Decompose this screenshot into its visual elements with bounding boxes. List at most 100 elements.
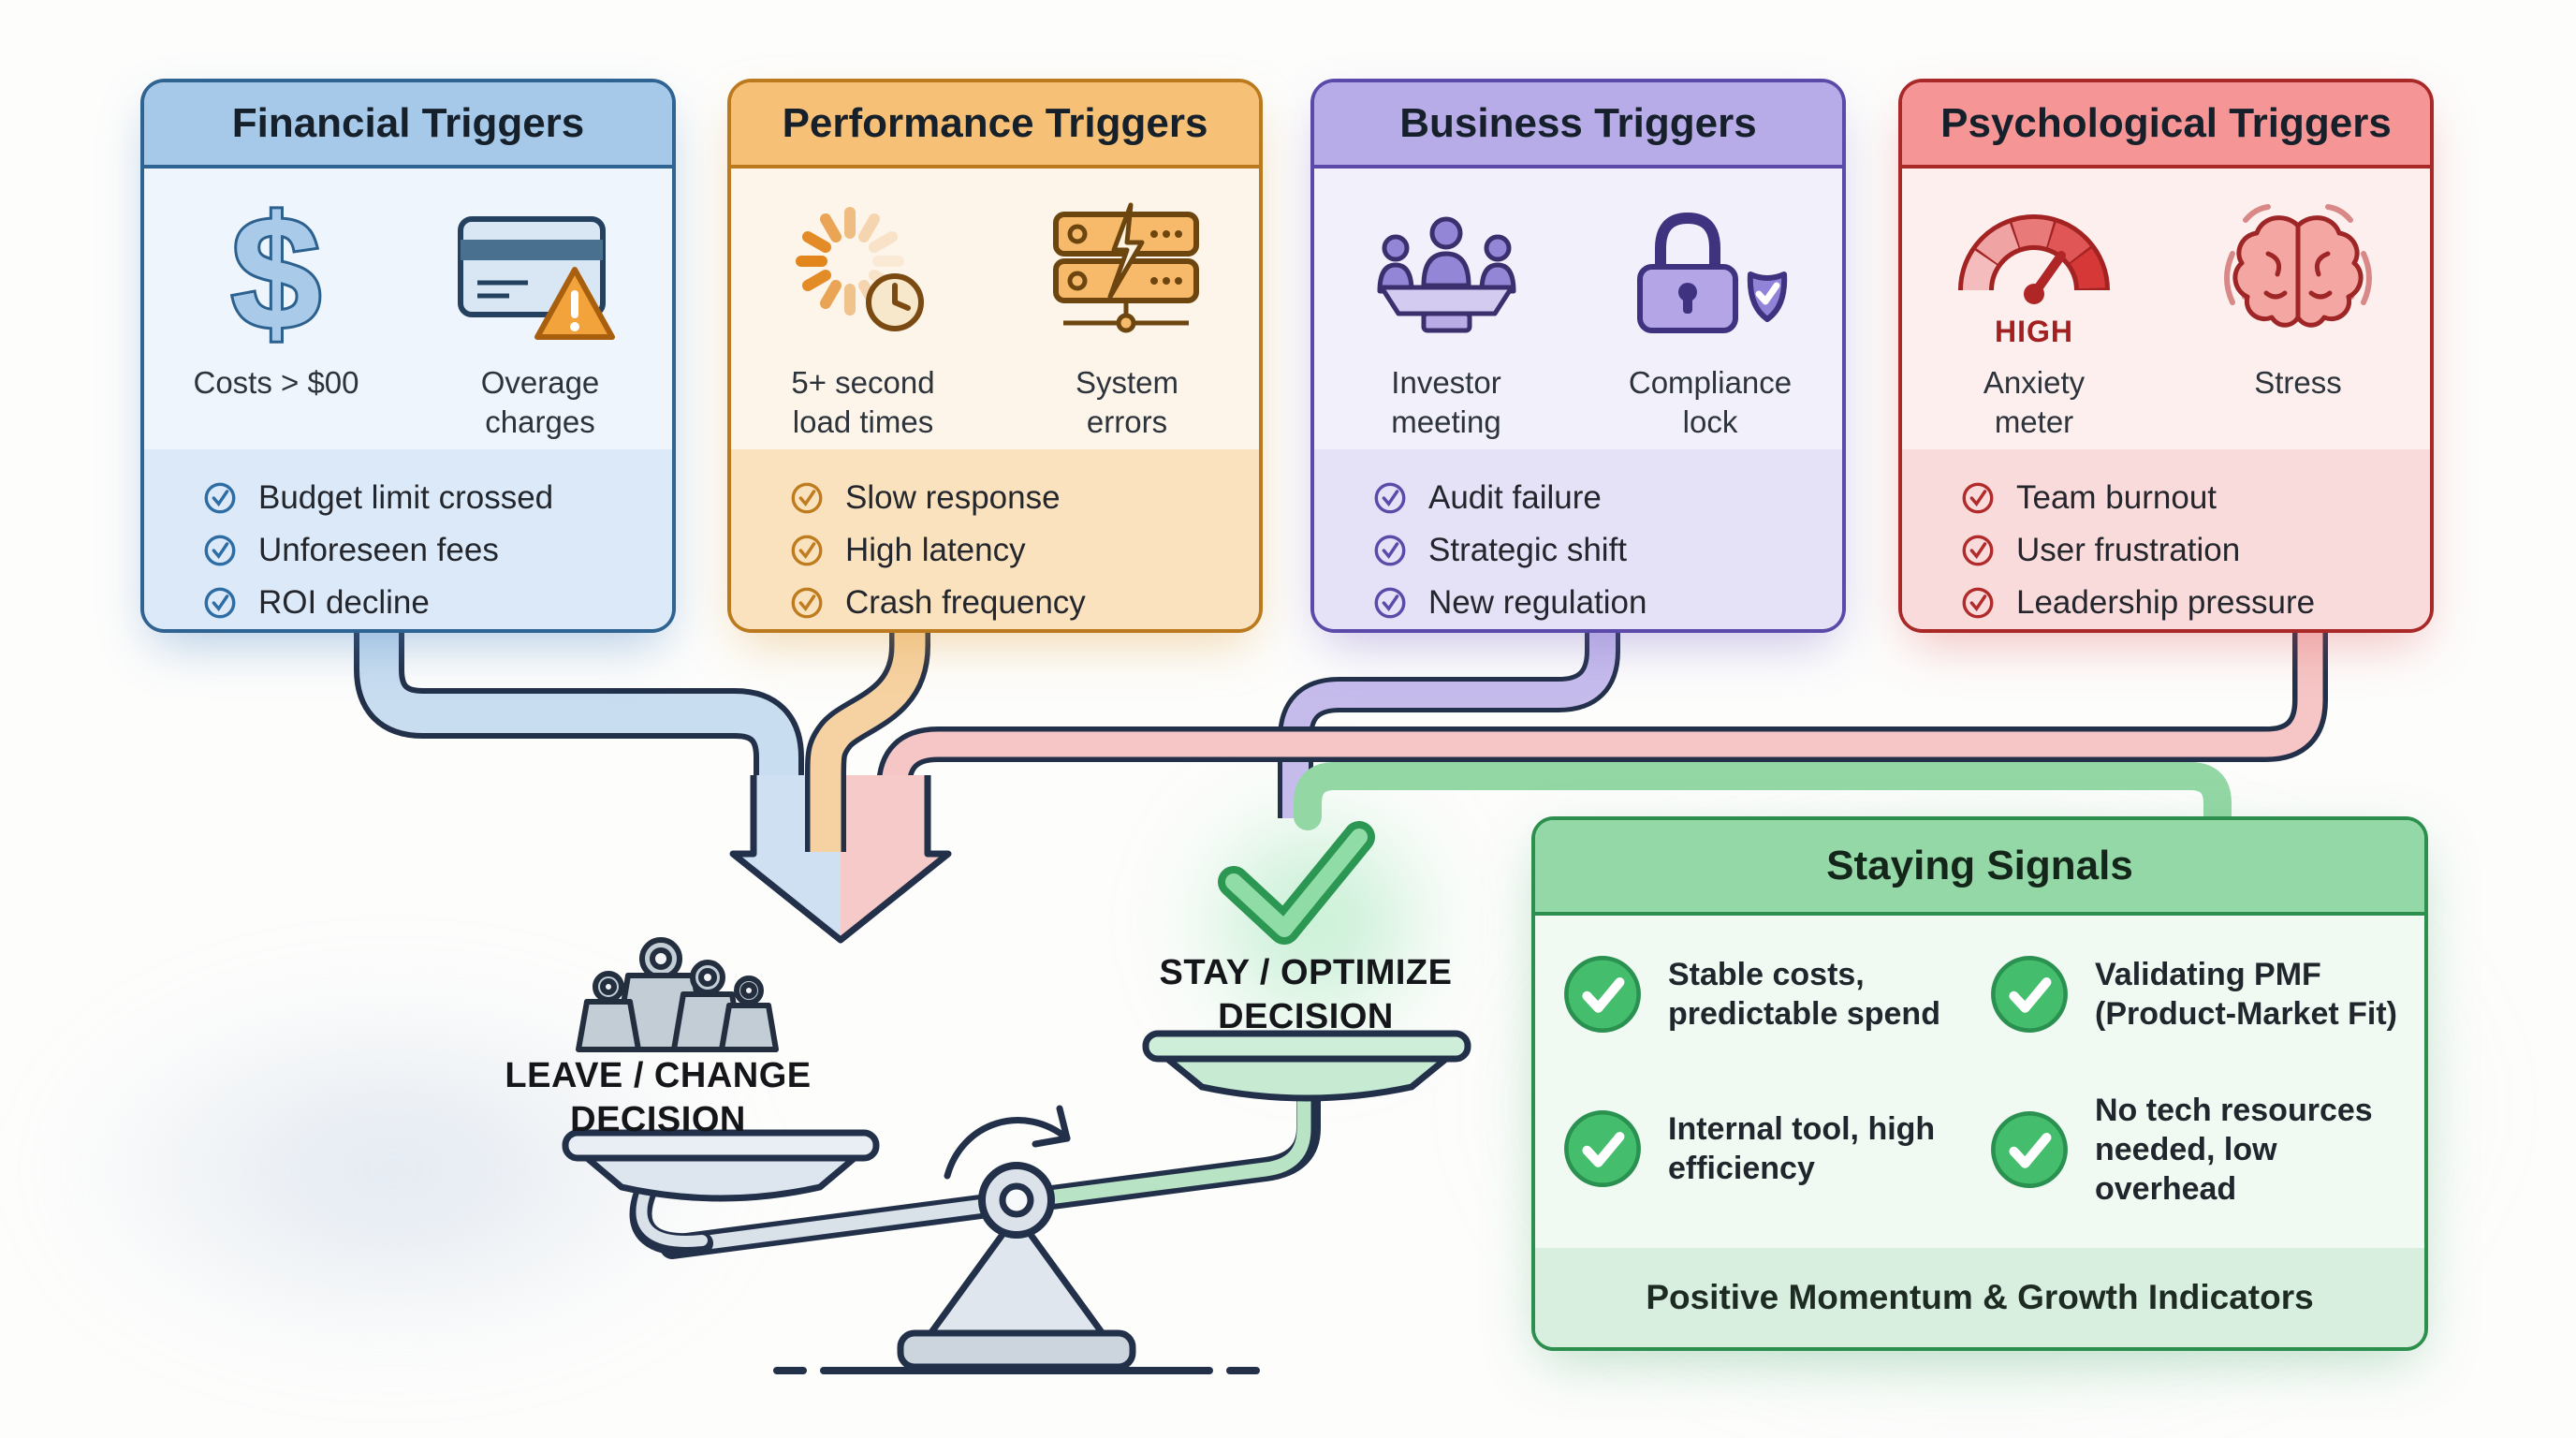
green-check-icon: [1564, 956, 1641, 1033]
staying-title: Staying Signals: [1535, 820, 2424, 916]
card-business-triggers: Business Triggers: [1310, 79, 1846, 633]
icon-label: System errors: [1075, 365, 1179, 439]
check-circle-icon: [791, 482, 823, 514]
psychological-pipe: [876, 618, 2328, 861]
icon-label: Overage charges: [480, 365, 600, 439]
check-item: Budget limit crossed: [202, 472, 672, 524]
check-text: Unforeseen fees: [258, 532, 499, 568]
iconbox: System errors: [995, 191, 1259, 442]
check-item: Team burnout: [1960, 472, 2430, 524]
check-text: New regulation: [1428, 584, 1647, 621]
icon-label: Costs > $00: [193, 365, 359, 400]
stay-decision-label: STAY / OPTIMIZE DECISION: [1159, 953, 1453, 1036]
investor-meeting-icon: [1365, 191, 1529, 358]
check-circle-icon: [791, 587, 823, 619]
check-circle-icon: [204, 535, 236, 566]
check-circle-icon: [204, 587, 236, 619]
icon-row: HIGH Anxiety meter: [1902, 169, 2430, 449]
check-text: Budget limit crossed: [258, 479, 554, 516]
check-list: Slow response High latency Crash frequen…: [731, 449, 1259, 629]
check-circle-icon: [1374, 587, 1406, 619]
check-text: Strategic shift: [1428, 532, 1628, 568]
check-item: Strategic shift: [1372, 524, 1842, 577]
staying-item-text: No tech resources needed, low overhead: [2095, 1093, 2373, 1207]
stay-pan: [1142, 1030, 1471, 1102]
check-item: Audit failure: [1372, 472, 1842, 524]
server-error-icon: [1043, 191, 1211, 358]
iconbox: Investor meeting: [1314, 191, 1578, 442]
check-text: High latency: [845, 532, 1026, 568]
compliance-lock-icon: [1612, 191, 1808, 358]
anxiety-meter-icon: HIGH: [1950, 191, 2118, 358]
check-item: Leadership pressure: [1960, 577, 2430, 629]
check-circle-icon: [1962, 535, 1994, 566]
check-circle-icon: [204, 482, 236, 514]
card-performance-triggers: Performance Triggers: [727, 79, 1263, 633]
icon-label: Stress: [2254, 365, 2342, 400]
icon-label: Investor meeting: [1391, 365, 1501, 439]
iconbox: 5+ second load times: [731, 191, 995, 442]
loading-spinner-clock-icon: [788, 191, 938, 358]
iconbox: HIGH Anxiety meter: [1902, 191, 2166, 442]
staying-footer: Positive Momentum & Growth Indicators: [1535, 1248, 2424, 1347]
check-item: ROI decline: [202, 577, 672, 629]
business-pipe: [1278, 618, 1620, 818]
leave-pan: [562, 1129, 880, 1202]
staying-item: Internal tool, high efficiency: [1559, 1097, 1971, 1200]
leave-decision-label: LEAVE / CHANGE DECISION: [505, 1056, 812, 1139]
check-text: Team burnout: [2016, 479, 2217, 516]
iconbox: $ Costs > $00: [144, 190, 408, 403]
check-item: Crash frequency: [789, 577, 1259, 629]
staying-item: No tech resources needed, low overhead: [1986, 1084, 2417, 1215]
check-list: Team burnout User frustration Leadership…: [1902, 449, 2430, 629]
staying-signals-card: Staying Signals Stable costs, predictabl…: [1531, 816, 2428, 1351]
credit-card-warning-icon: [451, 191, 629, 358]
stay-check-icon: [1218, 821, 1375, 945]
check-circle-icon: [1374, 535, 1406, 566]
card-title: Financial Triggers: [144, 82, 672, 169]
green-check-icon: [1564, 1110, 1641, 1187]
svg-text:$: $: [231, 190, 321, 359]
check-item: High latency: [789, 524, 1259, 577]
check-text: Audit failure: [1428, 479, 1602, 516]
check-text: User frustration: [2016, 532, 2241, 568]
rotation-arrow-icon: [944, 1105, 1071, 1180]
iconbox: Overage charges: [408, 191, 672, 442]
card-title: Psychological Triggers: [1902, 82, 2430, 169]
icon-label: Anxiety meter: [1983, 365, 2086, 439]
green-check-icon: [1991, 1111, 2068, 1188]
icon-label: Compliance lock: [1628, 365, 1793, 439]
icon-row: $ Costs > $00 Overa: [144, 169, 672, 449]
staying-item-text: Stable costs, predictable spend: [1668, 957, 1940, 1032]
check-list: Audit failure Strategic shift New regula…: [1314, 449, 1842, 629]
check-item: Slow response: [789, 472, 1259, 524]
staying-item: Stable costs, predictable spend: [1559, 947, 1971, 1041]
green-check-icon: [1991, 956, 2068, 1033]
check-item: User frustration: [1960, 524, 2430, 577]
funnel-arrow-outline: [729, 775, 952, 944]
check-item: Unforeseen fees: [202, 524, 672, 577]
staying-item-text: Validating PMF (Product-Market Fit): [2095, 957, 2397, 1032]
financial-pipe: [354, 618, 804, 861]
card-financial-triggers: Financial Triggers $ Costs > $00: [140, 79, 676, 633]
stress-brain-icon: [2214, 191, 2382, 358]
check-circle-icon: [1962, 587, 1994, 619]
card-psychological-triggers: Psychological Triggers HIGH: [1898, 79, 2434, 633]
performance-pipe: [805, 618, 930, 852]
card-title: Performance Triggers: [731, 82, 1259, 169]
dollar-sign-icon: $: [206, 190, 346, 359]
check-circle-icon: [1962, 482, 1994, 514]
check-text: Leadership pressure: [2016, 584, 2316, 621]
check-text: Crash frequency: [845, 584, 1086, 621]
staying-item-text: Internal tool, high efficiency: [1668, 1111, 1936, 1186]
check-circle-icon: [1374, 482, 1406, 514]
staying-item: Validating PMF (Product-Market Fit): [1986, 947, 2426, 1041]
check-circle-icon: [791, 535, 823, 566]
iconbox: Stress: [2166, 191, 2430, 403]
icon-row: Investor meeting Compliance lock: [1314, 169, 1842, 449]
check-text: ROI decline: [258, 584, 430, 621]
meter-badge: HIGH: [1995, 315, 2073, 348]
weights-icon: [576, 937, 779, 1052]
